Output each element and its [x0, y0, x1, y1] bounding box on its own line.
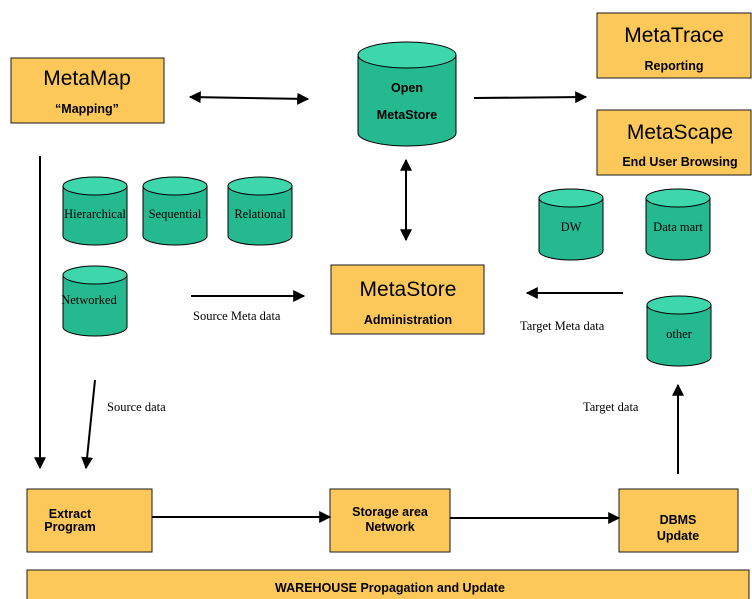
metastore-admin-title: MetaStore: [360, 278, 457, 301]
metatrace-subtitle: Reporting: [644, 59, 703, 73]
storage-line1: Storage area: [352, 505, 429, 519]
metatrace-box[interactable]: MetaTrace Reporting: [596, 12, 752, 79]
hierarchical-label: Hierarchical: [64, 207, 126, 221]
source-meta-label: Source Meta data: [193, 309, 281, 323]
open-metastore-cylinder[interactable]: Open MetaStore: [357, 41, 457, 147]
networked-label: Networked: [61, 293, 117, 307]
storage-line2: Network: [365, 520, 414, 534]
extract-program-box[interactable]: Extract Program: [26, 488, 153, 553]
target-data-label: Target data: [583, 400, 639, 414]
metascape-box[interactable]: MetaScape End User Browsing: [596, 109, 752, 176]
open-metastore-line1: Open: [391, 81, 423, 95]
sequential-label: Sequential: [149, 207, 202, 221]
networked-cylinder[interactable]: Networked: [61, 265, 128, 337]
metatrace-title: MetaTrace: [624, 24, 724, 47]
warehouse-label: WAREHOUSE Propagation and Update: [275, 581, 505, 595]
extract-line1: Extract: [49, 507, 92, 521]
dbms-line1: DBMS: [660, 513, 697, 527]
metascape-title: MetaScape: [627, 121, 733, 144]
relational-cylinder[interactable]: Relational: [227, 176, 293, 246]
metamap-openstore-arrow: [188, 91, 310, 105]
relational-label: Relational: [234, 207, 286, 221]
source-data-label: Source data: [107, 400, 166, 414]
target-meta-label: Target Meta data: [520, 319, 605, 333]
metamap-box[interactable]: MetaMap “Mapping”: [10, 57, 165, 124]
open-metastore-line2: MetaStore: [377, 108, 437, 122]
openstore-metatrace-arrow: [473, 91, 588, 104]
metascape-subtitle: End User Browsing: [622, 155, 737, 169]
datamart-label: Data mart: [653, 220, 703, 234]
metamap-title: MetaMap: [43, 67, 131, 90]
other-label: other: [666, 327, 693, 341]
dbms-update-box[interactable]: DBMS Update: [618, 488, 739, 553]
warehouse-bar[interactable]: WAREHOUSE Propagation and Update: [26, 569, 750, 599]
storage-area-network-box[interactable]: Storage area Network: [329, 488, 451, 553]
metastore-admin-box[interactable]: MetaStore Administration: [330, 264, 485, 335]
source-data-arrow: [81, 379, 96, 470]
datamart-cylinder[interactable]: Data mart: [645, 188, 711, 261]
dw-cylinder[interactable]: DW: [538, 188, 604, 261]
metamap-subtitle: “Mapping”: [55, 102, 119, 116]
sequential-cylinder[interactable]: Sequential: [142, 176, 208, 246]
hierarchical-cylinder[interactable]: Hierarchical: [62, 176, 128, 246]
metastore-admin-subtitle: Administration: [364, 313, 452, 327]
other-cylinder[interactable]: other: [646, 295, 712, 367]
dw-label: DW: [561, 220, 582, 234]
dbms-line2: Update: [657, 529, 699, 543]
extract-line2: Program: [44, 520, 95, 534]
